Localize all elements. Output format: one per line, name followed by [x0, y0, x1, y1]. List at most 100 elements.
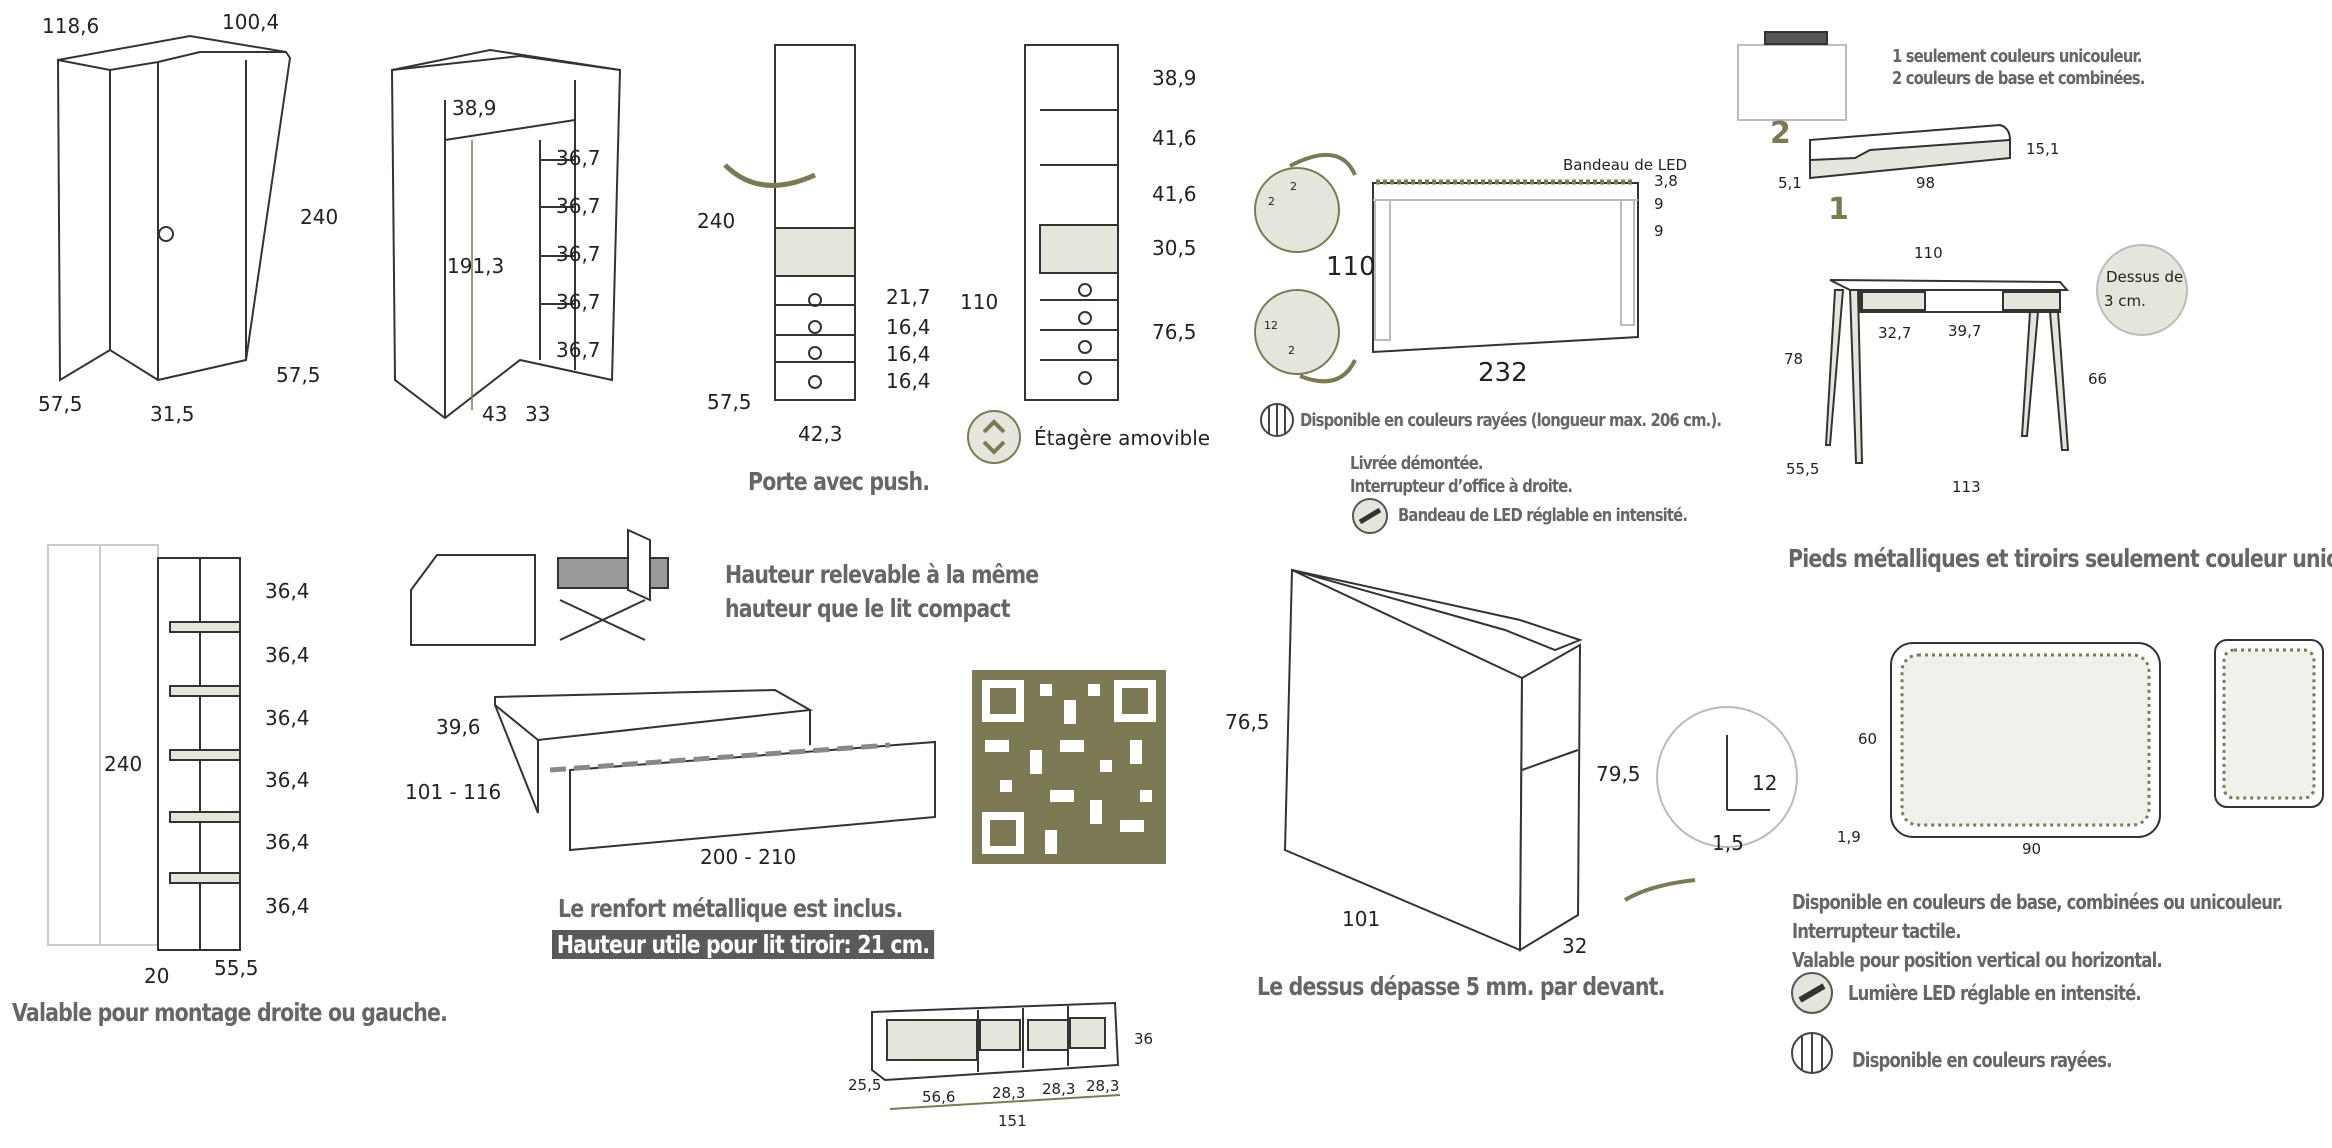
dim-label: 191,3	[447, 254, 505, 278]
dim-label: 28,3	[1042, 1080, 1076, 1098]
dim-label: 1,9	[1837, 828, 1861, 846]
note-reinforce: Le renfort métallique est inclus.	[558, 894, 903, 923]
dim-label: 110	[1914, 244, 1943, 262]
note-useful-height: Hauteur utile pour lit tiroir: 21 cm.	[552, 930, 935, 959]
qr-code[interactable]	[972, 670, 1166, 864]
note-color-2: 2 couleurs de base et combinées.	[1892, 68, 2145, 89]
dim-label: 28,3	[1086, 1077, 1120, 1095]
dim-label: 79,5	[1596, 762, 1641, 786]
dim-label: 100,4	[222, 10, 280, 34]
trundle-bed-drawing	[494, 688, 936, 852]
shelf-column-drawing	[47, 544, 241, 951]
dim-label: 36,4	[265, 643, 310, 667]
dim-label: 57,5	[707, 390, 752, 414]
dim-label: 76,5	[1152, 320, 1197, 344]
dim-label: 240	[697, 209, 736, 233]
dim-label: 56,6	[922, 1088, 956, 1106]
dim-label: 151	[998, 1112, 1027, 1130]
dim-label: 57,5	[38, 392, 83, 416]
dim-label: 200 - 210	[700, 845, 797, 869]
detail-circle-top-thickness	[2096, 244, 2188, 336]
push-cabinet-drawing	[723, 44, 856, 401]
caption: Le dessus dépasse 5 mm. par devant.	[1257, 972, 1665, 1001]
dim-label: 32	[1562, 934, 1588, 958]
dim-label: 101	[1342, 907, 1381, 931]
dim-label: 110	[1326, 252, 1376, 282]
dim-label: 118,6	[42, 14, 100, 38]
led-dimmer-icon	[1352, 498, 1833, 1014]
dim-label: 55,5	[1786, 460, 1820, 478]
dim-label: 113	[1952, 478, 1981, 496]
dim-label: 9	[1654, 195, 1664, 213]
knob-icon	[158, 226, 174, 242]
dim-label: 25,5	[848, 1076, 882, 1094]
mirror-note: Valable pour position vertical ou horizo…	[1792, 948, 2163, 972]
lifting-bed-drawing	[410, 528, 669, 646]
striped-colors-icon	[1260, 403, 1833, 1074]
open-arrow-icon	[723, 163, 817, 188]
dim-label: 66	[2088, 370, 2108, 388]
dim-label: 2	[1288, 344, 1295, 357]
detail-label: Dessus de	[2106, 268, 2184, 286]
caption: Pieds métalliques et tiroirs seulement c…	[1788, 544, 2332, 573]
dim-label: 20	[144, 964, 170, 988]
dim-label: 30,5	[1152, 236, 1197, 260]
dim-label: 21,7	[886, 285, 931, 309]
dim-label: 36,4	[265, 706, 310, 730]
detail-label: 3 cm.	[2104, 292, 2146, 310]
note-delivery: Livrée démontée.	[1350, 453, 1484, 474]
led-label: Bandeau de LED	[1563, 156, 1688, 174]
dim-label: 57,5	[276, 363, 321, 387]
dim-label: 2	[1268, 195, 1275, 208]
dim-label: 36,4	[265, 579, 310, 603]
detail-circle-bottom	[1254, 289, 1340, 375]
note-striped: Disponible en couleurs rayées (longueur …	[1300, 410, 1722, 431]
dim-label: 36,7	[556, 146, 601, 170]
dim-label: 3,8	[1654, 172, 1678, 190]
note-switch: Interrupteur d’office à droite.	[1350, 476, 1573, 497]
dim-label: 240	[300, 205, 339, 229]
removable-shelf-icon	[967, 410, 1021, 464]
dim-label: 232	[1478, 358, 1528, 388]
dim-label: 36,4	[265, 768, 310, 792]
corner-wardrobe-drawing	[56, 34, 292, 382]
arrow-icon	[1299, 359, 1357, 384]
dim-label: 101 - 116	[405, 780, 502, 804]
dim-label: 240	[104, 752, 143, 776]
dim-label: 36,7	[556, 242, 601, 266]
dim-label: 33	[525, 402, 551, 426]
dim-label: 16,4	[886, 369, 931, 393]
dim-label: 32,7	[1878, 324, 1912, 342]
dim-label: 76,5	[1225, 710, 1270, 734]
dim-label: 16,4	[886, 342, 931, 366]
dim-label: 60	[1858, 730, 1878, 748]
dim-label: 36,7	[556, 290, 601, 314]
dim-label: 110	[960, 290, 999, 314]
dim-label: 38,9	[1152, 66, 1197, 90]
note-led: Lumière LED réglable en intensité.	[1848, 981, 2142, 1005]
dim-label: 36,7	[556, 338, 601, 362]
dim-label: 41,6	[1152, 182, 1197, 206]
dim-label: 78	[1784, 350, 1804, 368]
note-led: Bandeau de LED réglable en intensité.	[1398, 505, 1688, 526]
dim-label: 16,4	[886, 315, 931, 339]
dim-label: 12	[1752, 771, 1778, 795]
dim-label: 36,4	[265, 894, 310, 918]
corner-wardrobe-open-drawing	[390, 48, 622, 420]
marker-1: 1	[1828, 192, 1849, 227]
storage-bench-drawing	[1283, 568, 1798, 952]
note-striped: Disponible en couleurs rayées.	[1852, 1048, 2112, 1072]
dim-label: 42,3	[798, 422, 843, 446]
arrow-icon	[1289, 152, 1357, 176]
arrow-icon	[1623, 878, 1696, 902]
desk-drawing	[1824, 244, 2188, 464]
dim-label: 41,6	[1152, 126, 1197, 150]
note-color-1: 1 seulement couleurs unicouleur.	[1892, 46, 2142, 67]
dim-label: 15,1	[2026, 140, 2060, 158]
dim-label: 43	[482, 402, 508, 426]
mirror-note: Disponible en couleurs de base, combinée…	[1792, 890, 2283, 914]
detail-circle-top	[1254, 167, 1340, 253]
dim-label: 1,5	[1712, 831, 1744, 855]
marker-2: 2	[1770, 116, 1791, 151]
low-storage-unit-drawing	[871, 1001, 1121, 1110]
